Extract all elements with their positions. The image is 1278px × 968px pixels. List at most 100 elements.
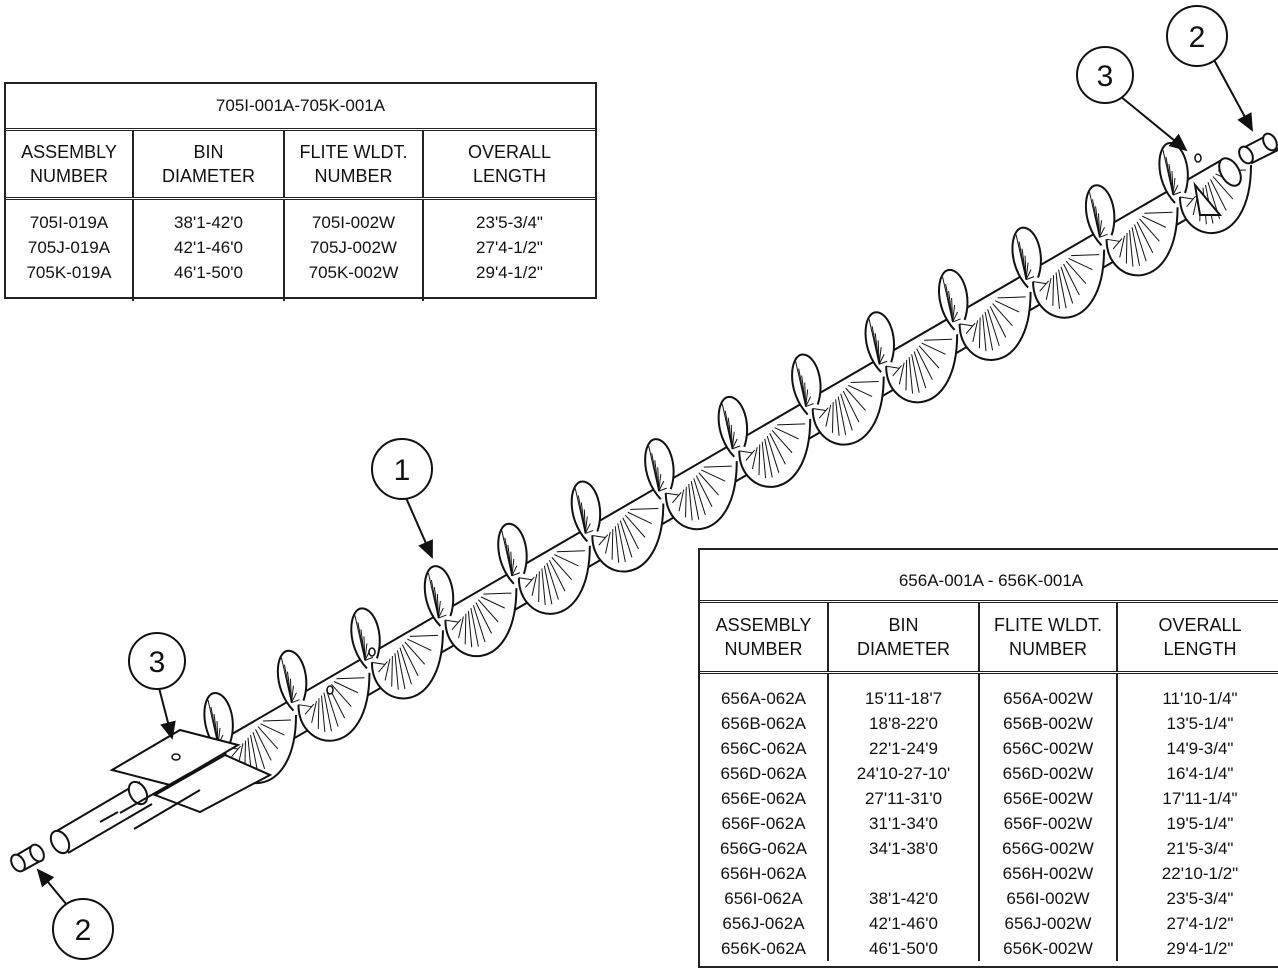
col-flite-wldt: 705I-002W 705J-002W 705K-002W xyxy=(285,200,424,301)
table-cell: 656E-002W xyxy=(1003,789,1093,808)
table-cell: 656K-062A xyxy=(720,939,807,958)
flight-10 xyxy=(864,311,959,404)
bushing-top xyxy=(1238,132,1278,165)
balloon-3-bottom xyxy=(128,632,186,690)
table-cell: 23'5-3/4" xyxy=(476,213,543,232)
leader-1 xyxy=(402,490,433,559)
header-overall-length: OVERALL LENGTH xyxy=(467,142,552,186)
table-cell: 705K-019A xyxy=(26,263,112,282)
header-flite-wldt: FLITE WLDT. NUMBER xyxy=(285,131,424,197)
table-cell: 29'4-1/2" xyxy=(476,263,543,282)
table-cell: 656H-002W xyxy=(1002,864,1094,883)
flight-6 xyxy=(570,480,665,573)
balloon-1 xyxy=(371,438,433,500)
table-cell: 14'9-3/4" xyxy=(1166,739,1234,758)
flight-7 xyxy=(644,438,738,531)
table-title: 705I-001A-705K-001A xyxy=(6,84,595,131)
flight-12 xyxy=(1011,226,1106,319)
flight-8 xyxy=(717,395,812,488)
table-cell: 656J-062A xyxy=(722,914,805,933)
bolt-holes xyxy=(171,153,1202,761)
table-cell: 656E-062A xyxy=(720,789,807,808)
table-cell: 705J-019A xyxy=(27,238,111,257)
leader-2-top xyxy=(1212,57,1253,132)
col-overall-length: 23'5-3/4" 27'4-1/2" 29'4-1/2" xyxy=(424,200,595,301)
callout-1-label: 1 xyxy=(394,454,411,487)
flight-4 xyxy=(423,565,518,658)
drive-shaft xyxy=(49,728,273,855)
table-cell: 656C-062A xyxy=(720,739,807,758)
table-cell: 16'4-1/4" xyxy=(1166,764,1234,783)
table-cell: 17'11-1/4" xyxy=(1162,789,1238,808)
table-cell: 46'1-50'0 xyxy=(869,939,938,958)
flight-14 xyxy=(1158,141,1252,235)
callout-2-bottom-label: 2 xyxy=(75,914,92,947)
table-cell: 27'11-31'0 xyxy=(864,789,943,808)
table-cell: 21'5-3/4" xyxy=(1166,839,1234,858)
table-cell: 11'10-1/4" xyxy=(1162,689,1238,708)
callout-3-top-label: 3 xyxy=(1097,60,1114,93)
table-cell: 656A-062A xyxy=(720,689,807,708)
col-overall-length: 11'10-1/4" 13'5-1/4" 14'9-3/4" 16'4-1/4" 17'… xyxy=(1118,674,1278,961)
bushing-bottom xyxy=(10,843,45,873)
table-cell: 15'11-18'7 xyxy=(864,689,943,708)
table-cell: 656J-002W xyxy=(1004,914,1092,933)
tube-end-top xyxy=(1193,157,1242,216)
table-cell: 27'4-1/2" xyxy=(476,238,543,257)
header-assembly: ASSEMBLY NUMBER xyxy=(700,603,829,671)
table-cell: 19'5-1/4" xyxy=(1166,814,1234,833)
table-cell: 18'8-22'0 xyxy=(869,714,938,733)
leader-3-bottom xyxy=(157,683,176,740)
leader-3-top xyxy=(1119,95,1188,152)
table-cell: 22'10-1/2" xyxy=(1161,864,1239,883)
header-overall-length: OVERALL LENGTH xyxy=(1158,615,1242,659)
table-cell: 24'10-27-10' xyxy=(856,764,951,783)
table-cell: 38'1-42'0 xyxy=(869,889,938,908)
table-header: ASSEMBLY NUMBER BIN DIAMETER FLITE WLDT.… xyxy=(6,131,595,200)
table-cell: 656F-002W xyxy=(1003,814,1093,833)
flight-2 xyxy=(276,649,371,742)
table-cell: 31'1-34'0 xyxy=(869,814,938,833)
table-cell: 656A-002W xyxy=(1003,689,1093,708)
header-bin-diameter: BIN DIAMETER xyxy=(829,603,980,671)
parts-table-705: 705I-001A-705K-001A ASSEMBLY NUMBER BIN … xyxy=(4,82,597,301)
table-cell: 656K-002W xyxy=(1003,939,1093,958)
header-bin-diameter: BIN DIAMETER xyxy=(134,131,285,197)
flight-5 xyxy=(497,522,591,615)
table-cell: 13'5-1/4" xyxy=(1166,714,1234,733)
table-header: ASSEMBLY NUMBER BIN DIAMETER FLITE WLDT.… xyxy=(700,603,1278,674)
table-cell: 656C-002W xyxy=(1002,739,1094,758)
table-title: 656A-001A - 656K-001A xyxy=(700,550,1278,603)
table-cell: 705I-019A xyxy=(29,213,109,232)
balloon-2-bottom xyxy=(52,898,114,960)
table-cell: 34'1-38'0 xyxy=(869,839,938,858)
table-cell: 656D-002W xyxy=(1002,764,1094,783)
table-cell: 42'1-46'0 xyxy=(869,914,938,933)
flight-13 xyxy=(1084,184,1179,277)
table-cell: 656G-062A xyxy=(720,839,807,858)
parts-table-656: 656A-001A - 656K-001A ASSEMBLY NUMBER BI… xyxy=(698,548,1278,968)
flight-11 xyxy=(937,268,1032,361)
table-cell: 656I-002W xyxy=(1006,889,1090,908)
table-cell: 23'5-3/4" xyxy=(1166,889,1234,908)
leader-2-bottom xyxy=(36,868,68,906)
table-cell: 656I-062A xyxy=(724,889,803,908)
col-assembly: 705I-019A 705J-019A 705K-019A xyxy=(6,200,134,301)
table-cell: 46'1-50'0 xyxy=(174,263,243,282)
table-cell: 656D-062A xyxy=(720,764,807,783)
table-cell: 27'4-1/2" xyxy=(1166,914,1234,933)
balloon-2-top xyxy=(1166,5,1228,67)
header-assembly: ASSEMBLY NUMBER xyxy=(6,131,134,197)
table-cell: 705J-002W xyxy=(310,238,397,257)
table-cell: 705I-002W xyxy=(311,213,396,232)
table-cell: 42'1-46'0 xyxy=(174,238,243,257)
table-cell: 705K-002W xyxy=(308,263,399,282)
flight-9 xyxy=(791,353,885,446)
